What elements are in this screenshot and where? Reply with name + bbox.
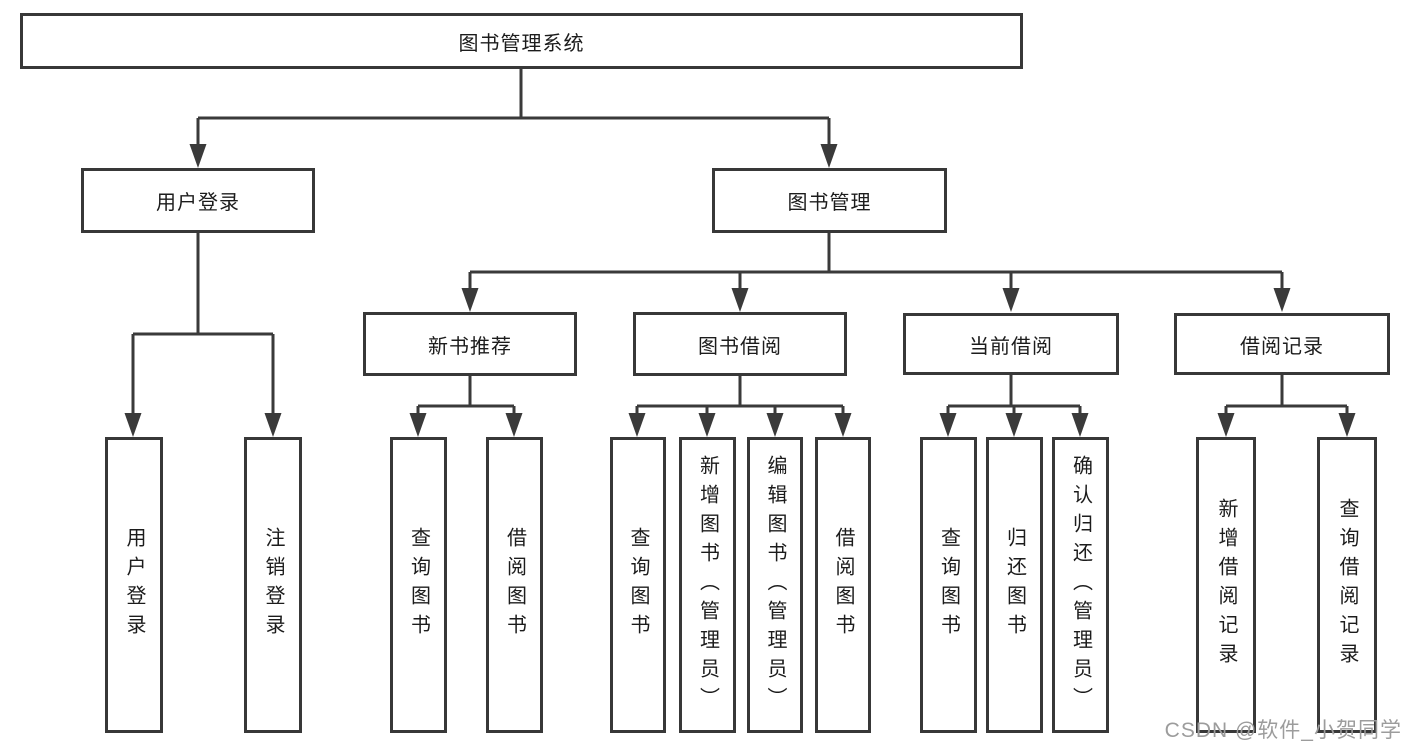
connector-bookborrow-to-leaves bbox=[628, 376, 852, 437]
leaf-borrow-book-recommend: 借阅图书 bbox=[486, 437, 543, 733]
node-label: 图书管理系统 bbox=[458, 32, 585, 55]
node-user-login: 用户登录 bbox=[81, 168, 315, 233]
leaf-borrow-book-borrow: 借阅图书 bbox=[815, 437, 871, 733]
node-label: 用户登录 bbox=[123, 527, 145, 643]
leaf-query-borrow-record: 查询借阅记录 bbox=[1317, 437, 1377, 733]
node-label: 借阅图书 bbox=[832, 527, 854, 643]
leaf-return-book: 归还图书 bbox=[986, 437, 1043, 733]
leaf-query-book-current: 查询图书 bbox=[920, 437, 977, 733]
node-label: 新书推荐 bbox=[428, 335, 512, 358]
leaf-query-book-borrow: 查询图书 bbox=[610, 437, 666, 733]
leaf-edit-book-admin: 编辑图书（管理员） bbox=[747, 437, 803, 733]
connector-userlogin-to-leaves bbox=[124, 233, 282, 437]
arrowhead bbox=[1217, 413, 1235, 437]
csdn-watermark: CSDN @软件_小贺同学 bbox=[1164, 719, 1402, 742]
arrowhead bbox=[189, 144, 207, 168]
node-label: 查询图书 bbox=[627, 527, 649, 643]
arrowhead bbox=[124, 413, 142, 437]
arrowhead bbox=[461, 288, 479, 312]
node-label: 查询图书 bbox=[937, 527, 960, 643]
node-label: 用户登录 bbox=[156, 192, 240, 214]
node-label: 图书管理 bbox=[787, 192, 872, 214]
leaf-confirm-return-admin: 确认归还（管理员） bbox=[1052, 437, 1109, 733]
connector-root-to-level2 bbox=[189, 69, 838, 168]
node-label: 借阅记录 bbox=[1240, 335, 1324, 358]
node-label: 新增借阅记录 bbox=[1215, 498, 1237, 672]
node-new-book-recommend: 新书推荐 bbox=[363, 312, 577, 376]
leaf-logout: 注销登录 bbox=[244, 437, 302, 733]
node-label: 确认归还（管理员） bbox=[1069, 454, 1092, 716]
arrowhead bbox=[1071, 413, 1089, 437]
node-label: 新增图书（管理员） bbox=[696, 454, 719, 716]
leaf-query-book-recommend: 查询图书 bbox=[390, 437, 447, 733]
leaf-add-book-admin: 新增图书（管理员） bbox=[679, 437, 736, 733]
node-label: 编辑图书（管理员） bbox=[764, 454, 786, 716]
arrowhead bbox=[1273, 288, 1291, 312]
connector-newbook-to-leaves bbox=[409, 376, 523, 437]
arrowhead bbox=[820, 144, 838, 168]
arrowhead bbox=[698, 413, 716, 437]
arrowhead bbox=[409, 413, 427, 437]
arrowhead bbox=[834, 413, 852, 437]
node-book-borrow: 图书借阅 bbox=[633, 312, 847, 376]
connector-bookmgmt-to-level3 bbox=[461, 233, 1291, 312]
node-label: 查询图书 bbox=[407, 527, 430, 643]
node-book-management: 图书管理 bbox=[712, 168, 947, 233]
node-borrow-records: 借阅记录 bbox=[1174, 313, 1390, 375]
connector-currentborrow-to-leaves bbox=[939, 375, 1089, 437]
node-label: 当前借阅 bbox=[969, 335, 1053, 358]
arrowhead bbox=[766, 413, 784, 437]
arrowhead bbox=[264, 413, 282, 437]
node-library-management-system: 图书管理系统 bbox=[20, 13, 1023, 69]
connector-borrowrecords-to-leaves bbox=[1217, 375, 1356, 437]
node-current-borrow: 当前借阅 bbox=[903, 313, 1119, 375]
node-label: 归还图书 bbox=[1003, 527, 1026, 643]
node-label: 借阅图书 bbox=[503, 527, 526, 643]
arrowhead bbox=[1002, 288, 1020, 312]
arrowhead bbox=[505, 413, 523, 437]
arrowhead bbox=[628, 413, 646, 437]
arrowhead bbox=[731, 288, 749, 312]
leaf-user-login: 用户登录 bbox=[105, 437, 163, 733]
arrowhead bbox=[939, 413, 957, 437]
leaf-add-borrow-record: 新增借阅记录 bbox=[1196, 437, 1256, 733]
node-label: 查询借阅记录 bbox=[1336, 498, 1358, 672]
arrowhead bbox=[1338, 413, 1356, 437]
arrowhead bbox=[1005, 413, 1023, 437]
node-label: 图书借阅 bbox=[698, 335, 782, 358]
node-label: 注销登录 bbox=[262, 527, 284, 643]
